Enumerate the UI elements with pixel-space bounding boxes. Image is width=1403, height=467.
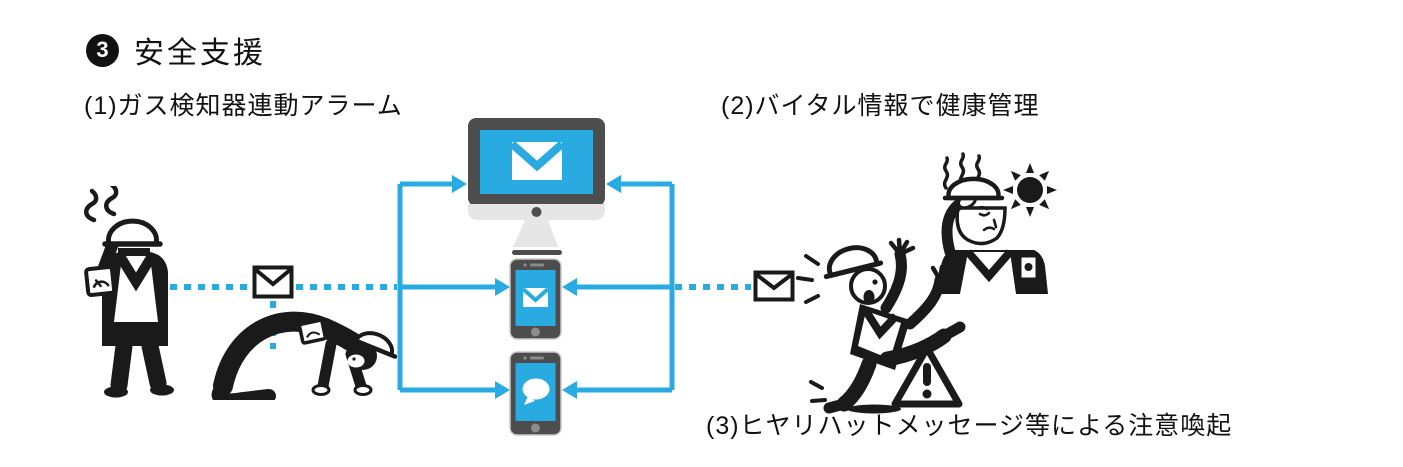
title-text: 安全支援 <box>134 37 266 70</box>
email-envelope-icon <box>509 140 565 180</box>
vest-straps <box>964 249 1014 283</box>
label-gas-detector-alarm: (1)ガス検知器連動アラーム <box>84 92 403 120</box>
slip-marks-icon <box>809 380 827 403</box>
leg <box>836 356 877 412</box>
arm <box>317 338 337 392</box>
envelope-outline-icon <box>252 265 294 299</box>
phone-home-button <box>531 423 540 433</box>
vest-straps <box>115 253 157 292</box>
armband-device <box>1018 254 1039 281</box>
raised-arm <box>880 248 907 314</box>
folded-leg <box>211 381 276 400</box>
arrowhead-icon <box>562 278 577 296</box>
back <box>213 311 371 396</box>
email-envelope-icon <box>521 287 550 307</box>
hand <box>311 384 331 396</box>
face <box>955 206 1007 246</box>
helmet-icon <box>349 331 397 359</box>
label-near-miss-alert: (3)ヒヤリハットメッセージ等による注意喚起 <box>706 412 1233 440</box>
phone-home-button <box>531 327 540 337</box>
monitor-base <box>512 250 562 255</box>
collapsed-worker-illustration <box>211 311 397 400</box>
arrowhead-icon <box>495 381 510 399</box>
shoe <box>150 384 174 396</box>
eye <box>872 279 878 285</box>
sun-icon <box>1003 163 1057 217</box>
gas-detector-device <box>297 318 328 345</box>
helmet-icon <box>106 218 159 247</box>
desktop-monitor <box>468 118 605 255</box>
phone-speaker <box>530 356 544 360</box>
eye <box>352 357 356 361</box>
hand <box>353 384 373 396</box>
envelope-outline-icon <box>753 270 795 302</box>
monitor-stand <box>513 220 558 247</box>
arrowhead-icon <box>452 175 467 193</box>
helmet-icon <box>823 245 884 280</box>
shoe <box>104 386 128 398</box>
belt <box>112 324 162 333</box>
ground-shadow <box>847 404 901 414</box>
arrowhead-icon <box>562 381 577 399</box>
helmet-icon <box>946 176 1001 201</box>
boot <box>823 398 850 414</box>
heat-stressed-worker-illustration <box>938 152 1048 294</box>
arrowhead-icon <box>606 175 621 193</box>
boot <box>938 321 966 342</box>
monitor-button <box>531 207 542 217</box>
circled-3-icon: 3 <box>86 33 119 67</box>
phone-camera <box>523 356 527 360</box>
face <box>347 354 365 368</box>
badge-number: 3 <box>96 37 109 62</box>
phone-speaker <box>530 263 544 267</box>
page-title: 3 安全支援 <box>86 28 266 72</box>
arrowhead-icon <box>495 278 510 296</box>
spread-hand <box>888 237 916 257</box>
smartphone-email <box>509 258 562 340</box>
leg <box>141 337 167 392</box>
leg <box>110 337 133 394</box>
smartphone-chat <box>509 351 562 436</box>
open-mouth <box>863 290 875 304</box>
warning-triangle-icon <box>891 344 963 408</box>
gas-detector-device <box>84 265 117 297</box>
worker-gas-alert-illustration <box>84 186 174 398</box>
smell-squiggle-icon <box>84 186 119 223</box>
label-vital-health: (2)バイタル情報で健康管理 <box>721 92 1040 120</box>
face-features <box>976 205 998 232</box>
surprise-marks-icon <box>796 254 820 304</box>
phone-camera <box>523 263 527 267</box>
chat-bubble-icon <box>522 378 550 405</box>
vest-straps <box>862 308 899 340</box>
